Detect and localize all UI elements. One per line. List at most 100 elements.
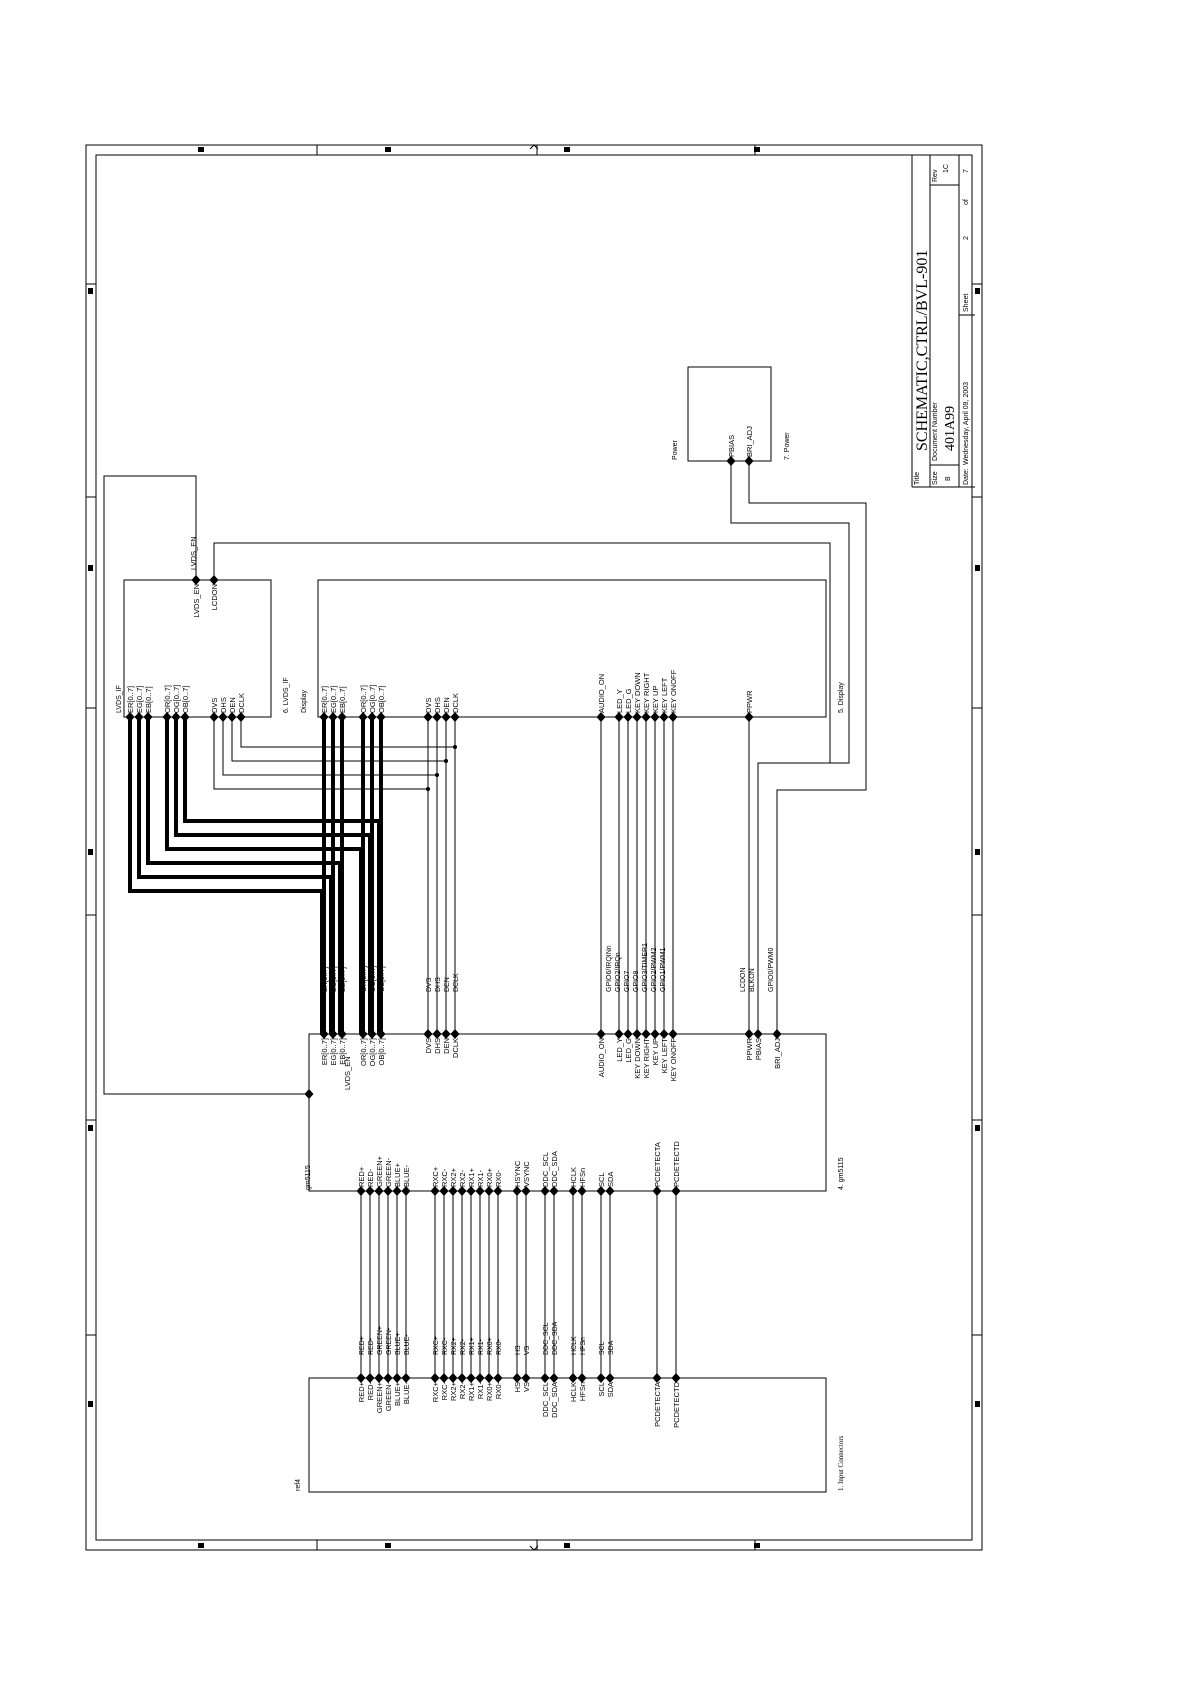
page-frame bbox=[85, 144, 983, 1551]
date-value: Wednesday, April 09, 2003 bbox=[963, 382, 970, 465]
pin-label: KEY DOWN bbox=[633, 1038, 642, 1079]
bus-pin bbox=[319, 1029, 329, 1039]
input-pin bbox=[448, 1373, 458, 1383]
net-label: OB[0..7] bbox=[379, 966, 386, 992]
input-pin bbox=[466, 1186, 476, 1196]
input-pin bbox=[457, 1373, 467, 1383]
pin-label: RXC+ bbox=[431, 1166, 440, 1187]
pin-label: OB[0..7] bbox=[181, 685, 190, 713]
pbias-wire bbox=[730, 461, 850, 1034]
input-pin bbox=[374, 1186, 384, 1196]
zone-tick bbox=[88, 1401, 93, 1407]
sync-pin bbox=[423, 712, 433, 722]
pin-label: HFSn bbox=[578, 1168, 587, 1187]
key-pin bbox=[650, 712, 660, 722]
lvds-if-top-label: LVDS_IF bbox=[116, 685, 123, 713]
key-pin bbox=[641, 712, 651, 722]
input-pin bbox=[401, 1186, 411, 1196]
power-ref: 7. Power bbox=[784, 432, 791, 460]
sync-pin bbox=[432, 712, 442, 722]
pin-label: PPWR bbox=[745, 1037, 754, 1060]
pin-label: DVS bbox=[424, 1038, 433, 1053]
pin-label: DDC_SDA bbox=[550, 1382, 559, 1418]
zone-tick bbox=[385, 147, 391, 152]
key-pin bbox=[659, 712, 669, 722]
sync-pin bbox=[441, 712, 451, 722]
zone-tick bbox=[88, 849, 93, 855]
input-pin bbox=[392, 1186, 402, 1196]
zone-tick bbox=[198, 1543, 204, 1548]
pin-label: ER[0..7] bbox=[320, 1038, 329, 1065]
pin-label: HCLK bbox=[569, 1167, 578, 1187]
zone-tick bbox=[754, 147, 760, 152]
pin-label: EB[0..7] bbox=[338, 1038, 347, 1065]
net-label: GPIO8 bbox=[633, 970, 640, 992]
key-pin bbox=[659, 1029, 669, 1039]
zone-tick bbox=[88, 288, 93, 294]
sync-wire bbox=[222, 717, 437, 776]
zone-tick bbox=[564, 147, 570, 152]
pin-label: EB[0..7] bbox=[144, 686, 153, 713]
pin-label: OG[0..7] bbox=[368, 1038, 377, 1066]
input-pin bbox=[475, 1186, 485, 1196]
pin-label: OR[0..7] bbox=[359, 685, 368, 713]
net-label: OG[0..7] bbox=[370, 965, 377, 992]
pin-label: EG[0..7] bbox=[329, 1038, 338, 1066]
pin-label: DHS bbox=[433, 1038, 442, 1054]
input-pin bbox=[577, 1186, 587, 1196]
input-pin bbox=[466, 1373, 476, 1383]
net-label: HS bbox=[515, 1345, 522, 1355]
input-pin bbox=[540, 1186, 550, 1196]
input-pin bbox=[439, 1186, 449, 1196]
key-pin bbox=[614, 712, 624, 722]
pin-label: RX1+ bbox=[467, 1381, 476, 1401]
input-pin bbox=[568, 1186, 578, 1196]
power-pin bbox=[772, 1029, 782, 1039]
zone-tick bbox=[754, 1543, 760, 1548]
net-label: RX2+ bbox=[451, 1337, 458, 1355]
power-type: Power bbox=[672, 439, 679, 460]
pin-label: KEY UP bbox=[651, 686, 660, 713]
pin-label: KEY LEFT bbox=[660, 677, 669, 713]
sync-wire bbox=[231, 717, 446, 762]
pin-label: LED_G bbox=[624, 688, 633, 713]
power-pin bbox=[753, 1029, 763, 1039]
bri-adj-pin bbox=[744, 456, 754, 466]
pin-label: OR[0..7] bbox=[359, 1038, 368, 1066]
pin-label: ER[0..7] bbox=[320, 686, 329, 713]
pin-label: PCDETECTA bbox=[653, 1382, 662, 1427]
pin-label: KEY LEFT bbox=[660, 1038, 669, 1074]
net-label: GPIO6/IRQINn bbox=[606, 945, 613, 992]
key-pin bbox=[668, 1029, 678, 1039]
bus-pin bbox=[171, 712, 181, 722]
size-label: Size bbox=[932, 471, 939, 485]
pbias-pin bbox=[726, 456, 736, 466]
display-ref: 5. Display bbox=[838, 682, 845, 713]
input-ref: 1. Input Connectors bbox=[837, 1435, 845, 1491]
pin-label: RED- bbox=[366, 1168, 375, 1187]
pin-label: DDC_SCL bbox=[541, 1382, 550, 1417]
pin-label: GREEN+ bbox=[375, 1381, 384, 1413]
input-pin bbox=[374, 1373, 384, 1383]
sync-pin bbox=[423, 1029, 433, 1039]
pin-label: RX2+ bbox=[449, 1381, 458, 1401]
net-label: LCDON bbox=[740, 967, 747, 992]
wires bbox=[103, 461, 867, 1378]
net-label: GPIO3/TIMER1 bbox=[642, 943, 649, 992]
input-pin bbox=[448, 1186, 458, 1196]
bus-pin bbox=[180, 712, 190, 722]
title-text: SCHEMATIC,CTRL/BVL-901 bbox=[914, 250, 931, 451]
pin-label: PCDETECTD bbox=[672, 1141, 681, 1187]
bus-pin bbox=[376, 1029, 386, 1039]
zone-tick bbox=[198, 147, 204, 152]
gm5115-block bbox=[308, 1033, 827, 1192]
net-label: BLUE+ bbox=[395, 1333, 402, 1355]
pin-label: PPWR bbox=[745, 690, 754, 713]
pin-label: BRI_ADJ bbox=[773, 1038, 782, 1069]
net-label: GPIO2/PWM2 bbox=[651, 948, 658, 992]
pin-label: SDA bbox=[606, 1382, 615, 1397]
bus-pin bbox=[337, 712, 347, 722]
net-label: RXC+ bbox=[433, 1336, 440, 1355]
pin-label: OB[0..7] bbox=[377, 685, 386, 713]
net-label: ER[0..7] bbox=[322, 967, 329, 992]
